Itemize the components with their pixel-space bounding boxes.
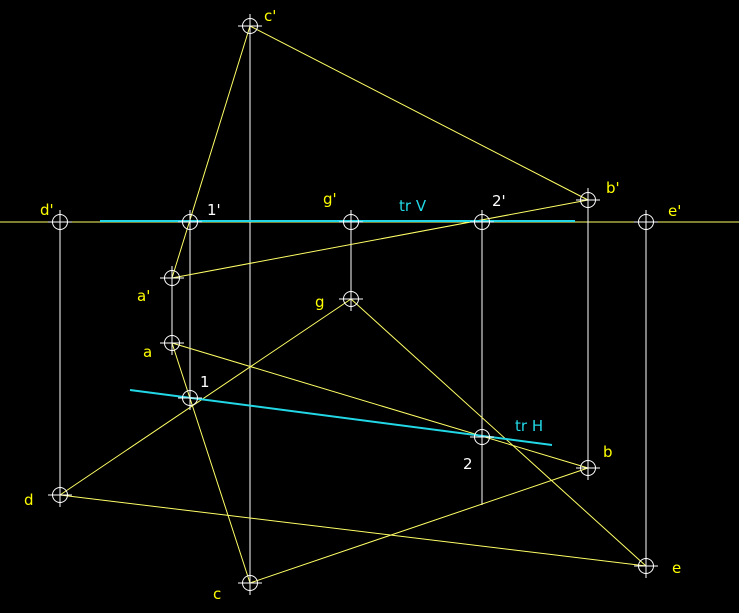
- label-b: b: [603, 443, 613, 461]
- label-e: e: [672, 559, 681, 577]
- projector-lines: [59, 26, 647, 583]
- point-marker-b-prime: [576, 188, 600, 212]
- line-d-e: [59, 494, 647, 567]
- point-marker-a: [160, 331, 184, 355]
- point-marker-one: [178, 386, 202, 410]
- point-marker-two: [470, 425, 494, 449]
- line-g-e: [350, 298, 647, 567]
- construction-lines: [59, 25, 647, 584]
- label-b-prime: b': [606, 179, 620, 197]
- label-d-prime: d': [40, 201, 54, 219]
- label-two: 2: [463, 455, 473, 473]
- line-d-g: [59, 298, 352, 496]
- point-marker-e: [634, 554, 658, 578]
- label-a: a: [143, 343, 152, 361]
- point-marker-d-prime: [48, 210, 72, 234]
- label-one-prime: 1': [207, 201, 221, 219]
- label-c: c: [213, 585, 221, 603]
- point-marker-g: [339, 287, 363, 311]
- label-two-prime: 2': [492, 192, 506, 210]
- line-a-prime-b-prime: [171, 199, 589, 279]
- point-marker-a-prime: [160, 266, 184, 290]
- label-d: d: [24, 491, 34, 509]
- line-c-b: [249, 467, 589, 584]
- label-tr-h: tr H: [515, 417, 543, 435]
- label-tr-v: tr V: [399, 197, 427, 215]
- line-c-prime-a-prime: [171, 25, 251, 279]
- point-marker-e-prime: [634, 210, 658, 234]
- point-marker-d: [48, 483, 72, 507]
- label-a-prime: a': [137, 287, 150, 305]
- labels: c' d' 1' g' tr V 2' b' e' a' g a 1 tr H …: [24, 7, 681, 603]
- point-marker-two-prime: [470, 210, 494, 234]
- point-marker-c: [238, 571, 262, 595]
- point-marker-b: [576, 456, 600, 480]
- point-marker-g-prime: [339, 210, 363, 234]
- line-a-b: [171, 342, 589, 469]
- point-marker-one-prime: [178, 210, 202, 234]
- label-one: 1: [200, 373, 210, 391]
- label-e-prime: e': [668, 202, 681, 220]
- label-g: g: [315, 293, 325, 311]
- label-c-prime: c': [264, 7, 276, 25]
- line-c-prime-b-prime: [249, 25, 589, 201]
- point-marker-c-prime: [238, 14, 262, 38]
- line-a-c: [171, 342, 251, 584]
- label-g-prime: g': [323, 190, 337, 208]
- point-markers: [48, 14, 658, 595]
